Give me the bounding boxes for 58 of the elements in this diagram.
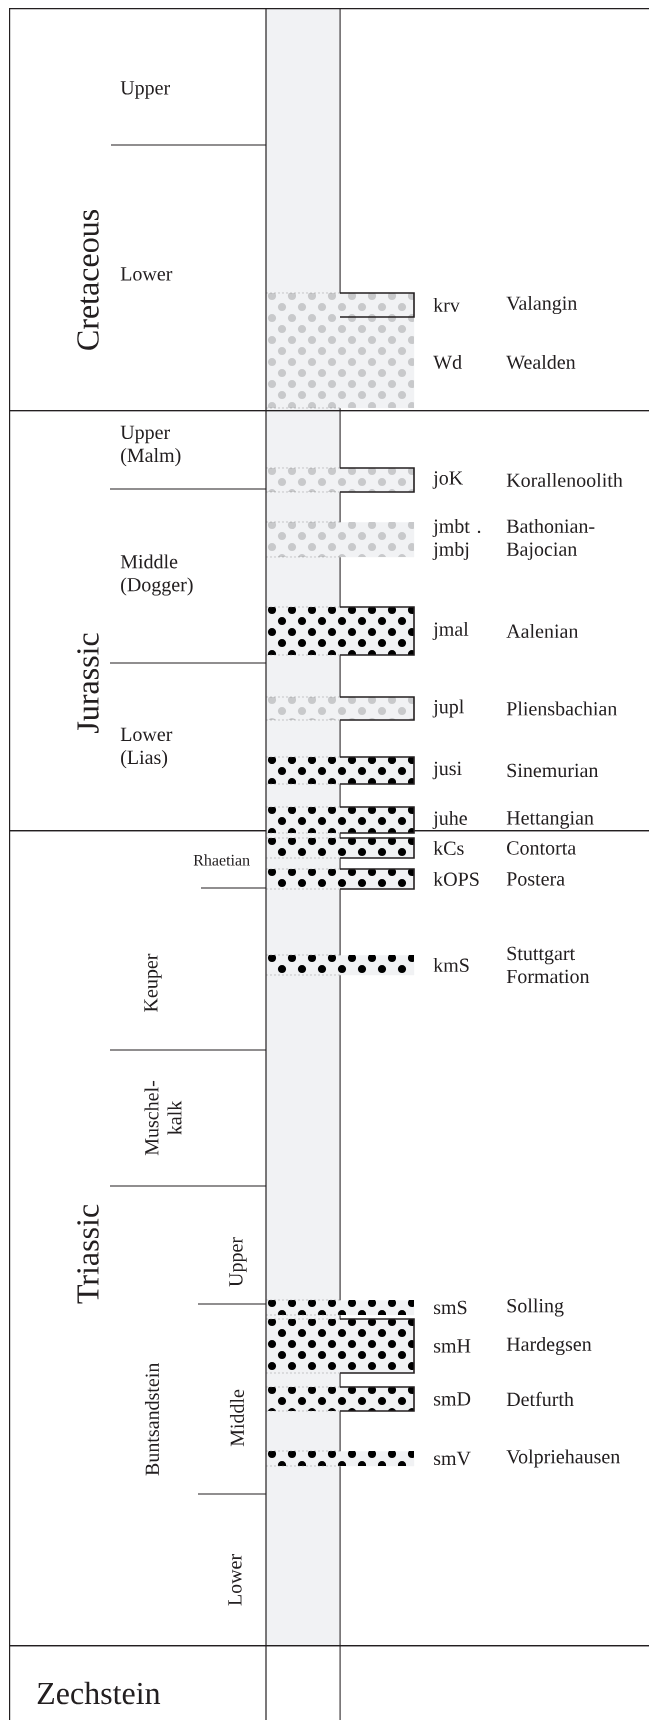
bed-code: jusi [432, 761, 462, 780]
dotted-bed [265, 1386, 415, 1412]
formation-name: Wealden [506, 354, 576, 370]
formation-name: Postera [506, 872, 565, 886]
bed-code: jmbt . jmbj [432, 518, 481, 561]
unit-label: Keuper [144, 953, 162, 1012]
unit-label: Rhaetian [193, 854, 250, 866]
bed-code: jupl [432, 699, 464, 718]
dotted-bed [265, 1450, 415, 1467]
unit-label: Buntsandstein [144, 1362, 160, 1476]
dotted-bed [265, 1318, 415, 1374]
formation-name: Hardegsen [506, 1336, 592, 1356]
bed-code: kOPS [433, 871, 479, 886]
dotted-bed [265, 868, 415, 890]
bed-code: jmal [432, 621, 469, 641]
bed-code: kCs [433, 840, 464, 855]
unit-label: Lower [120, 267, 173, 281]
bed-code: smH [434, 1339, 471, 1353]
unit-label: Lower [228, 1554, 242, 1606]
formation-name: Bathonian- Bajocian [506, 518, 595, 561]
formation-name: Pliensbachian [506, 701, 617, 716]
bed-code: kmS [433, 957, 469, 972]
dotted-bed [265, 696, 415, 721]
dotted-bed [265, 1299, 415, 1316]
unit-label: Upper [229, 1237, 247, 1287]
bed-code: smD [434, 1392, 471, 1406]
formation-name: Hettangian [506, 811, 594, 829]
unit-label: Muschel- kalk [144, 1080, 182, 1156]
formation-name: Korallenoolith [506, 472, 623, 487]
formation-name: Contorta [507, 841, 576, 855]
unit-label: Middle [229, 1389, 245, 1447]
dotted-bed [265, 837, 415, 859]
dotted-bed [265, 954, 415, 976]
formation-name: Detfurth [506, 1391, 574, 1407]
unit-label: Upper (Malm) [120, 425, 181, 467]
dotted-bed [265, 467, 415, 493]
bed-code: joK [432, 471, 463, 489]
bed-code: Wd [433, 354, 462, 370]
dotted-bed [265, 756, 415, 785]
unit-label: Lower (Lias) [120, 727, 173, 769]
unit-label: Middle (Dogger) [120, 554, 193, 596]
bed-code: smS [434, 1300, 467, 1315]
formation-name: Valangin [506, 295, 577, 315]
bed-code: krv [433, 297, 460, 312]
dotted-bed [265, 521, 415, 558]
formation-name: Solling [507, 1298, 564, 1317]
dotted-bed [265, 292, 415, 409]
bed-code: juhe [432, 810, 467, 830]
bed-outline [339, 292, 415, 318]
formation-name: Volpriehausen [506, 1449, 620, 1468]
dotted-bed [265, 806, 415, 834]
formation-name: Stuttgart Formation [506, 946, 590, 984]
formation-name: Aalenian [506, 623, 579, 638]
bed-code: smV [434, 1451, 471, 1466]
unit-label: Upper [120, 81, 170, 99]
dotted-bed [265, 606, 415, 656]
formation-name: Sinemurian [507, 763, 599, 778]
period-band: Zechstein [9, 1645, 649, 1720]
